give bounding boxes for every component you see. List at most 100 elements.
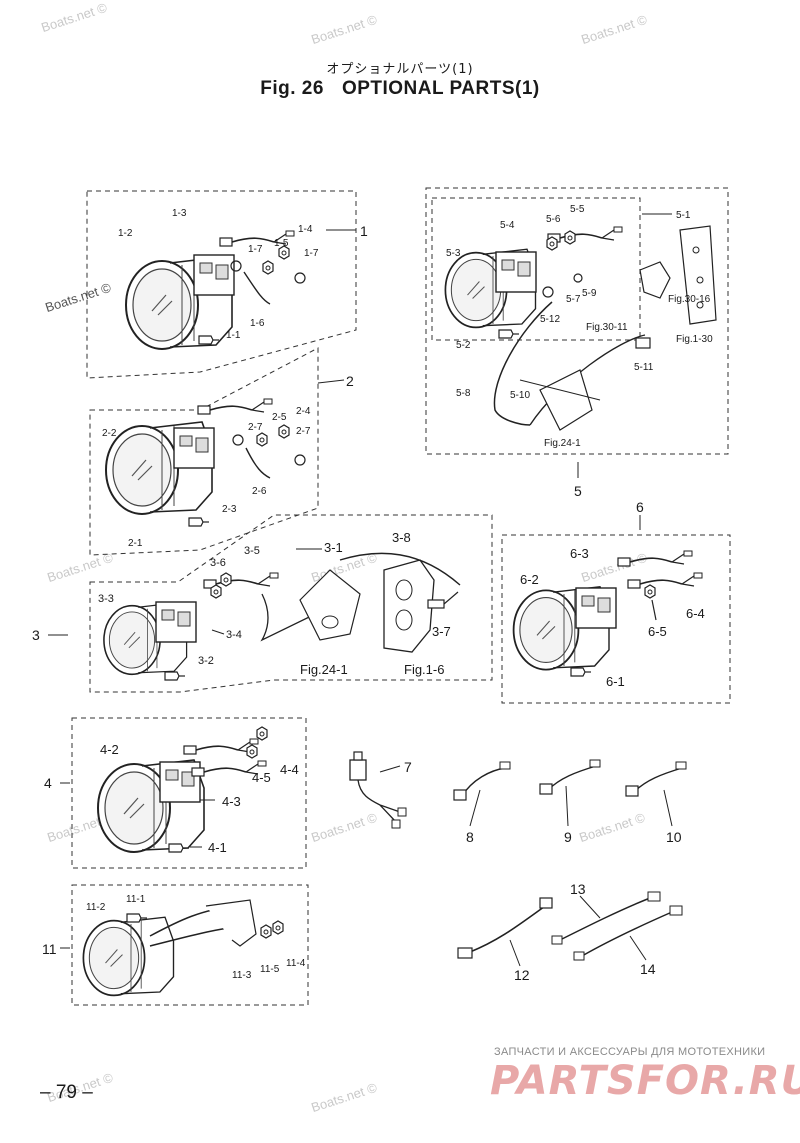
parts-7-10 [349,751,687,829]
ref-fig-24-1: Fig.24-1 [300,662,348,677]
callout-6-4: 6-4 [686,606,705,621]
callout-6: 6 [636,499,644,515]
group-5-callouts: 5-1 5-2 5-3 5-4 5-5 5-6 5-7 5-8 5-9 5-10… [446,204,691,401]
callout-11-2: 11-2 [86,902,106,913]
callout-14: 14 [640,961,656,977]
callout-2-5: 2-5 [272,412,287,423]
callout-2-3: 2-3 [222,504,237,515]
ref-fig-1-30: Fig.1-30 [676,334,713,345]
group-11-callouts: 11-1 11-2 11-3 11-4 11-5 [86,894,306,981]
callout-11: 11 [42,941,57,957]
callout-1-3: 1-3 [172,208,187,219]
callout-4: 4 [44,775,52,791]
callout-4-1: 4-1 [208,840,227,855]
callout-5-1: 5-1 [676,210,691,221]
callout-1-4: 1-4 [298,224,313,235]
promo-subtitle: ЗАПЧАСТИ И АКСЕССУАРЫ ДЛЯ МОТОТЕХНИКИ [494,1046,766,1058]
figure-references: Fig.30-16 Fig.30-11 Fig.1-30 Fig.24-1 Fi… [300,294,713,677]
callout-5-11: 5-11 [634,362,654,373]
callout-5-7: 5-7 [566,294,581,305]
callout-9: 9 [564,829,572,845]
page-number: – 79 – [40,1082,93,1103]
callout-3-1: 3-1 [324,540,343,555]
callout-3-3: 3-3 [98,593,114,605]
callout-5-10: 5-10 [510,390,530,401]
group-5-frame [425,187,729,455]
group-4-frame [71,717,307,869]
callout-5-9: 5-9 [582,288,597,299]
callout-6-3: 6-3 [570,546,589,561]
callout-3-7: 3-7 [432,624,451,639]
callout-2-1: 2-1 [128,538,143,549]
parts-12-14 [457,891,683,961]
callout-3-4: 3-4 [226,629,242,641]
callout-5-12: 5-12 [540,314,560,325]
callout-4-4: 4-4 [280,762,299,777]
callout-1-7: 1-7 [304,248,319,259]
callout-5-3: 5-3 [446,248,461,259]
callout-12: 12 [514,967,530,983]
callout-2-7: 2-7 [248,422,263,433]
group-2-parts [105,398,306,527]
group-3-callouts: 3-1 3-2 3-3 3-4 3-5 3-6 3-7 3-8 [98,530,451,667]
callout-6-5: 6-5 [648,624,667,639]
promo-logo: PARTSFOR.RU [490,1058,800,1104]
group-5-parts [444,225,717,431]
ref-fig-24-1: Fig.24-1 [544,438,581,449]
callout-2: 2 [346,373,354,389]
group-6-callouts: 6-1 6-2 6-3 6-4 6-5 [520,546,705,689]
callout-3-6: 3-6 [210,557,226,569]
callout-11-1: 11-1 [126,894,146,905]
callout-2-4: 2-4 [296,406,311,417]
callout-3-2: 3-2 [198,655,214,667]
group-1-parts [125,230,306,350]
callout-4-5: 4-5 [252,770,271,785]
callout-8: 8 [466,829,474,845]
callout-5-8: 5-8 [456,388,471,399]
group-5-inner-frame [431,197,641,341]
callout-2-6: 2-6 [252,486,267,497]
callout-3: 3 [32,627,40,643]
group-4-parts [97,726,268,853]
callout-11-3: 11-3 [232,970,252,981]
figure-title: OPTIONAL PARTS(1) [341,78,540,99]
callout-3-8: 3-8 [392,530,411,545]
ref-fig-30-11: Fig.30-11 [586,322,628,333]
callout-6-1: 6-1 [606,674,625,689]
group-3-frame [89,514,493,693]
group-11-parts [82,899,284,997]
callout-2-2: 2-2 [102,428,117,439]
callout-5-4: 5-4 [500,220,515,231]
main-callouts: 1 2 3 4 5 6 7 8 9 10 11 12 13 14 [32,223,682,983]
callout-4-2: 4-2 [100,742,119,757]
group-2-callouts: 2-1 2-2 2-3 2-4 2-5 2-6 2-7 2-7 [102,406,311,549]
callout-5-2: 5-2 [456,340,471,351]
callout-1-2: 1-2 [118,228,133,239]
callout-3-5: 3-5 [244,545,260,557]
group-3-parts [103,552,461,681]
callout-10: 10 [666,829,682,845]
figure-title-row: Fig. 26 OPTIONAL PARTS(1) [0,78,800,100]
callout-7: 7 [404,759,412,775]
callout-13: 13 [570,881,586,897]
japanese-title: オプショナルパーツ(1) [326,62,474,77]
callout-5-5: 5-5 [570,204,585,215]
callout-6-2: 6-2 [520,572,539,587]
callout-11-4: 11-4 [286,958,306,969]
callout-2-7: 2-7 [296,426,311,437]
callout-11-5: 11-5 [260,964,280,975]
figure-number: Fig. 26 [260,78,324,99]
group-1-callouts: 1-1 1-2 1-3 1-4 1-5 1-6 1-7 1-7 [118,208,319,341]
callout-1-6: 1-6 [250,318,265,329]
group-1-frame [86,190,357,379]
ref-fig-1-6: Fig.1-6 [404,662,444,677]
group-4-callouts: 4-1 4-2 4-3 4-4 4-5 [100,742,299,855]
callout-1-1: 1-1 [226,330,241,341]
callout-4-3: 4-3 [222,794,241,809]
group-11-frame [71,884,309,1006]
callout-5: 5 [574,483,582,499]
ref-fig-30-16: Fig.30-16 [668,294,711,305]
callout-1-5: 1-5 [274,238,289,249]
group-6-parts [512,550,703,677]
